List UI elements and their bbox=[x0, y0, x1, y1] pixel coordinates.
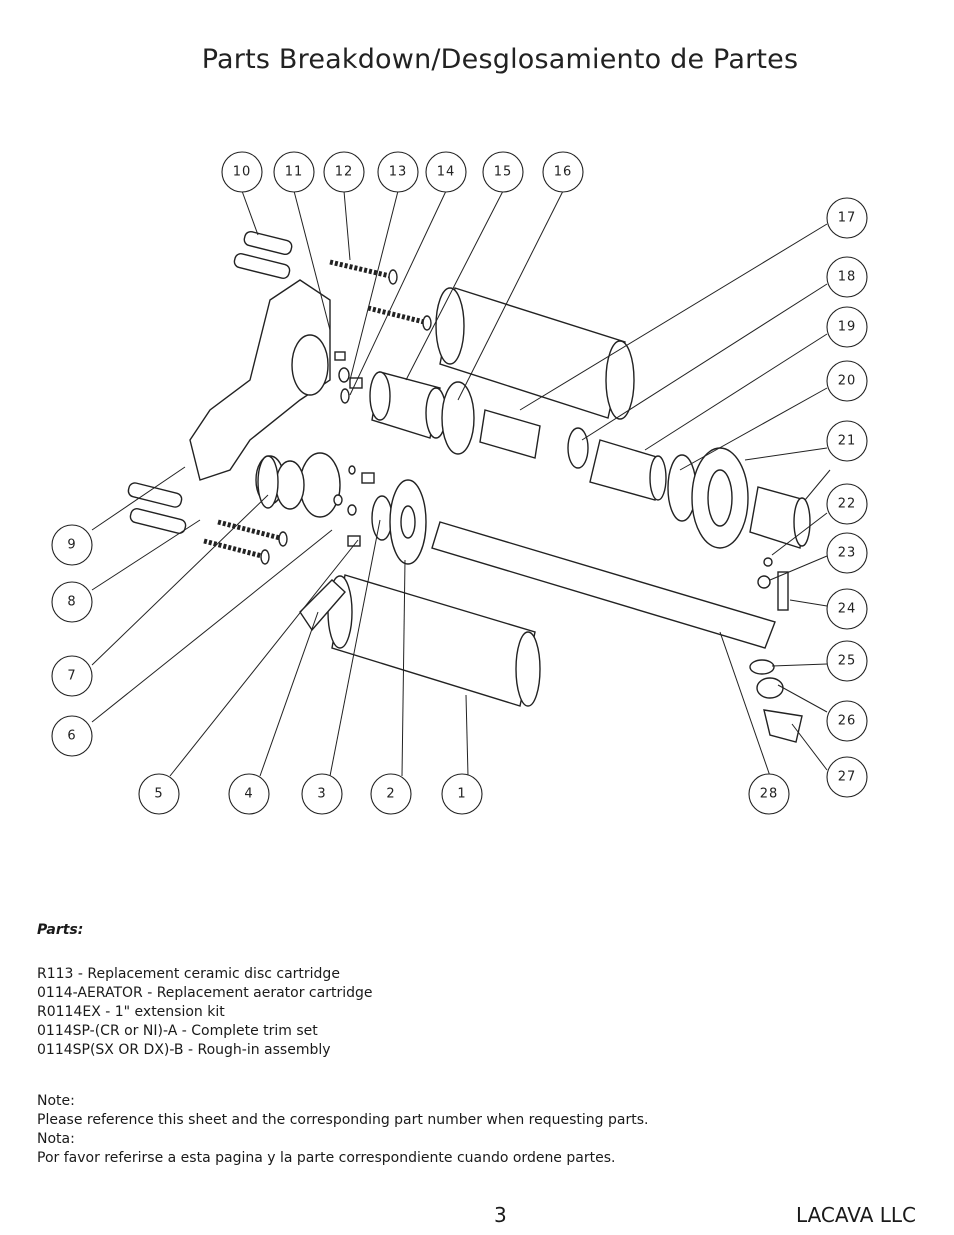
callout-17: 17 bbox=[838, 211, 857, 226]
leader-lines bbox=[91, 190, 831, 777]
callout-14: 14 bbox=[437, 165, 456, 180]
callout-27: 27 bbox=[838, 770, 857, 785]
wall-anchor-icon bbox=[127, 230, 293, 534]
callout-5: 5 bbox=[154, 787, 163, 802]
callout-11: 11 bbox=[285, 165, 304, 180]
callout-9: 9 bbox=[67, 538, 76, 553]
callout-26: 26 bbox=[838, 714, 857, 729]
callout-28: 28 bbox=[760, 787, 779, 802]
note-block: Note: Please reference this sheet and th… bbox=[37, 1092, 648, 1168]
list-item: 0114SP-(CR or NI)-A - Complete trim set bbox=[37, 1023, 318, 1039]
list-item: 0114SP(SX OR DX)-B - Rough-in assembly bbox=[37, 1042, 331, 1058]
sleeve-icon bbox=[369, 371, 447, 439]
nut-icon bbox=[441, 381, 475, 455]
callout-18: 18 bbox=[838, 270, 857, 285]
page-number: 3 bbox=[494, 1203, 507, 1227]
callout-13: 13 bbox=[389, 165, 408, 180]
note-text-en: Please reference this sheet and the corr… bbox=[37, 1112, 649, 1128]
callout-15: 15 bbox=[494, 165, 513, 180]
callout-21: 21 bbox=[838, 434, 857, 449]
callout-25: 25 bbox=[838, 654, 857, 669]
list-item: R0114EX - 1" extension kit bbox=[37, 1004, 225, 1020]
parts-drawing bbox=[127, 230, 811, 743]
callout-3: 3 bbox=[317, 787, 326, 802]
callout-19: 19 bbox=[838, 320, 857, 335]
callout-10: 10 bbox=[233, 165, 252, 180]
callout-2: 2 bbox=[386, 787, 395, 802]
callout-8: 8 bbox=[67, 595, 76, 610]
callout-1: 1 bbox=[457, 787, 466, 802]
exploded-parts-diagram: 10 11 12 13 14 15 16 17 18 19 20 21 22 2… bbox=[51, 151, 868, 815]
list-item: 0114-AERATOR - Replacement aerator cartr… bbox=[37, 985, 373, 1001]
cartridge-icon bbox=[479, 409, 541, 459]
parts-heading: Parts: bbox=[37, 922, 84, 938]
screw-icon bbox=[203, 259, 432, 565]
callout-16: 16 bbox=[554, 165, 573, 180]
spout-tube-icon bbox=[431, 521, 776, 649]
parts-list: R113 - Replacement ceramic disc cartridg… bbox=[37, 965, 372, 1060]
cover-cylinder-icon bbox=[435, 287, 635, 420]
callout-12: 12 bbox=[335, 165, 354, 180]
company-name: LACAVA LLC bbox=[796, 1203, 916, 1227]
list-item: R113 - Replacement ceramic disc cartridg… bbox=[37, 966, 340, 982]
callout-circles bbox=[51, 151, 868, 815]
page-title: Parts Breakdown/Desglosamiento de Partes bbox=[201, 44, 799, 75]
note-text-es: Por favor referirse a esta pagina y la p… bbox=[37, 1150, 616, 1166]
callout-4: 4 bbox=[244, 787, 253, 802]
note-label-en: Note: bbox=[37, 1093, 75, 1109]
note-label-es: Nota: bbox=[37, 1131, 75, 1147]
callout-24: 24 bbox=[838, 602, 857, 617]
callout-7: 7 bbox=[67, 669, 76, 684]
callout-20: 20 bbox=[838, 374, 857, 389]
callout-22: 22 bbox=[838, 497, 857, 512]
callout-6: 6 bbox=[67, 729, 76, 744]
callout-23: 23 bbox=[838, 546, 857, 561]
